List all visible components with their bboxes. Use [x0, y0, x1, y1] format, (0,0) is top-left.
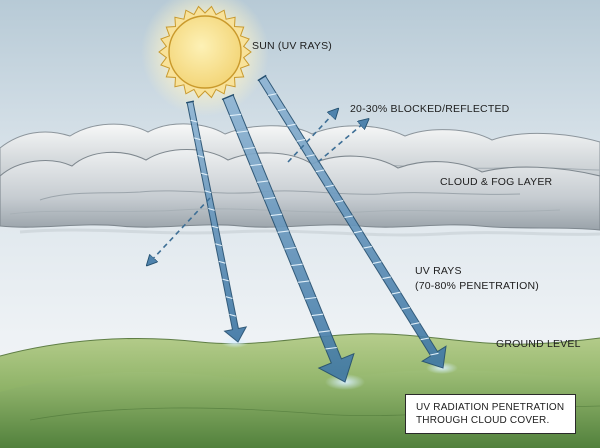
ground-level-label: GROUND LEVEL — [496, 338, 581, 350]
reflected-arrow-2 — [317, 122, 365, 163]
blocked-label: 20-30% BLOCKED/REFLECTED — [350, 103, 510, 115]
uv-rays-label-line2: (70-80% PENETRATION) — [415, 280, 539, 292]
caption-line2: THROUGH CLOUD COVER. — [416, 415, 550, 426]
uv-ray-arrow-3 — [257, 74, 447, 369]
impact-glow-1 — [221, 336, 249, 348]
reflected-rays — [150, 112, 365, 262]
uv-rays-label-line1: UV RAYS — [415, 265, 462, 277]
reflected-arrow-1 — [287, 112, 335, 163]
uv-rays-label: UV RAYS (70-80% PENETRATION) — [415, 264, 539, 294]
fog-wisp — [19, 228, 600, 237]
sun-icon — [141, 0, 269, 116]
caption-line1: UV RADIATION PENETRATION — [416, 402, 565, 413]
sun-label: SUN (UV RAYS) — [252, 40, 332, 52]
caption-box: UV RADIATION PENETRATION THROUGH CLOUD C… — [405, 394, 576, 434]
uv-ray-arrow-2 — [221, 93, 355, 383]
uv-ray-arrow-1 — [185, 100, 248, 343]
scattered-arrow — [150, 197, 211, 262]
cloud-layer-label: CLOUD & FOG LAYER — [440, 176, 553, 188]
